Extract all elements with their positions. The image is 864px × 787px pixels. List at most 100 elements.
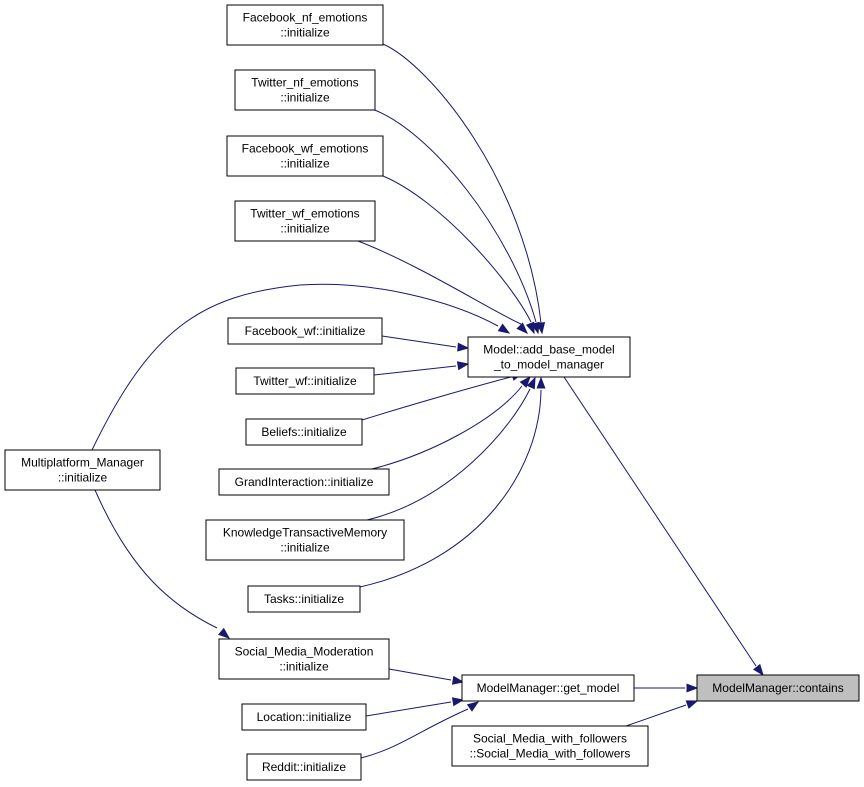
node-tw-nf[interactable]: Twitter_nf_emotions::initialize	[234, 69, 376, 111]
node-label: ::Social_Media_with_followers	[470, 747, 631, 761]
edge-mpm-abm	[91, 283, 511, 451]
node-box	[218, 468, 390, 496]
arrowhead	[451, 697, 465, 707]
node-label: ::initialize	[280, 26, 330, 40]
edge-loc-getm	[365, 697, 465, 717]
node-smwf[interactable]: Social_Media_with_followers::Social_Medi…	[451, 725, 649, 767]
node-tw-wf[interactable]: Twitter_wf::initialize	[235, 367, 375, 395]
node-box	[246, 753, 362, 781]
edge-reddit-getm	[360, 701, 480, 759]
edge-line	[360, 708, 469, 759]
node-label: ModelManager::get_model	[477, 681, 620, 695]
node-label: Reddit::initialize	[262, 760, 346, 774]
edge-line	[359, 389, 542, 588]
edge-getm-contains	[634, 683, 699, 693]
edge-line	[365, 701, 452, 717]
node-label: Location::initialize	[257, 710, 352, 724]
edge-line	[382, 43, 542, 324]
node-box	[696, 674, 860, 702]
arrowhead	[526, 376, 536, 390]
node-label: Social_Media_with_followers	[473, 732, 627, 746]
arrowhead	[218, 627, 231, 639]
edge-tw_wf_e-abm	[357, 240, 528, 334]
node-label: Tasks::initialize	[264, 592, 344, 606]
node-tasks[interactable]: Tasks::initialize	[247, 585, 361, 613]
node-grand[interactable]: GrandInteraction::initialize	[218, 468, 390, 496]
node-mpm[interactable]: Multiplatform_Manager::initialize	[4, 449, 161, 491]
edge-ktm-abm	[366, 376, 536, 521]
edge-line	[357, 240, 522, 325]
node-fb-wf-e[interactable]: Facebook_wf_emotions::initialize	[226, 135, 384, 177]
node-box	[227, 317, 383, 345]
edge-smwf-contains	[625, 700, 699, 727]
node-contains[interactable]: ModelManager::contains	[696, 674, 860, 702]
arrowhead	[686, 683, 699, 693]
edge-mpm-smm	[94, 489, 231, 639]
arrowhead	[685, 700, 699, 709]
node-box	[205, 519, 405, 561]
node-label: Model::add_base_model	[483, 343, 614, 357]
node-box	[461, 674, 635, 702]
node-label: _to_model_manager	[493, 358, 604, 372]
node-reddit[interactable]: Reddit::initialize	[246, 753, 362, 781]
arrowhead	[456, 361, 470, 371]
node-label: Twitter_wf_emotions	[250, 207, 359, 221]
edge-line	[381, 335, 457, 348]
edge-tw_wf-abm	[373, 361, 470, 376]
nodes: Facebook_nf_emotions::initializeTwitter_…	[4, 4, 860, 781]
node-label: Facebook_wf_emotions	[242, 142, 369, 156]
edge-beliefs-abm	[361, 372, 524, 421]
node-label: ::initialize	[280, 157, 330, 171]
arrowhead	[525, 321, 535, 335]
node-box	[247, 585, 361, 613]
node-getm[interactable]: ModelManager::get_model	[461, 674, 635, 702]
node-box	[451, 725, 649, 767]
node-box	[241, 703, 367, 731]
node-loc[interactable]: Location::initialize	[241, 703, 367, 731]
node-label: KnowledgeTransactiveMemory	[223, 526, 387, 540]
node-box	[234, 69, 376, 111]
arrowhead	[536, 376, 546, 389]
node-fb-nf[interactable]: Facebook_nf_emotions::initialize	[226, 4, 384, 46]
node-label: ::initialize	[279, 660, 329, 674]
node-label: Twitter_wf::initialize	[253, 374, 357, 388]
arrowhead	[457, 342, 470, 352]
edge-abm-contains	[563, 376, 764, 677]
node-smm[interactable]: Social_Media_Moderation::initialize	[218, 638, 390, 680]
edge-line	[371, 108, 537, 323]
node-label: Multiplatform_Manager	[21, 456, 144, 470]
node-label: GrandInteraction::initialize	[235, 475, 374, 489]
edge-fb_wf_e-abm	[382, 175, 535, 335]
node-label: Facebook_nf_emotions	[243, 11, 368, 25]
node-label: ::initialize	[280, 91, 330, 105]
node-beliefs[interactable]: Beliefs::initialize	[245, 418, 363, 446]
edge-tw_nf-abm	[371, 108, 540, 335]
node-label: Twitter_nf_emotions	[251, 76, 358, 90]
edge-grand-abm	[367, 375, 531, 471]
edge-line	[388, 668, 452, 681]
node-box	[226, 4, 384, 46]
edge-line	[563, 376, 757, 667]
edge-line	[91, 283, 499, 451]
arrowhead	[466, 701, 480, 712]
edge-line	[382, 175, 532, 323]
node-label: Beliefs::initialize	[261, 425, 347, 439]
arrowhead	[451, 675, 465, 685]
edge-fb_wf-abm	[381, 335, 470, 352]
node-fb-wf[interactable]: Facebook_wf::initialize	[227, 317, 383, 345]
edge-tasks-abm	[359, 376, 546, 588]
node-box	[467, 336, 631, 378]
node-box	[226, 135, 384, 177]
arrowhead	[516, 322, 528, 334]
node-tw-wf-e[interactable]: Twitter_wf_emotions::initialize	[234, 200, 376, 242]
node-label: ::initialize	[58, 471, 108, 485]
arrowhead	[519, 375, 531, 388]
edge-line	[361, 376, 512, 421]
arrowhead	[497, 323, 511, 334]
edge-line	[366, 388, 531, 521]
node-ktm[interactable]: KnowledgeTransactiveMemory::initialize	[205, 519, 405, 561]
edge-smm-getm	[388, 668, 465, 685]
node-box	[218, 638, 390, 680]
node-abm[interactable]: Model::add_base_model_to_model_manager	[467, 336, 631, 378]
